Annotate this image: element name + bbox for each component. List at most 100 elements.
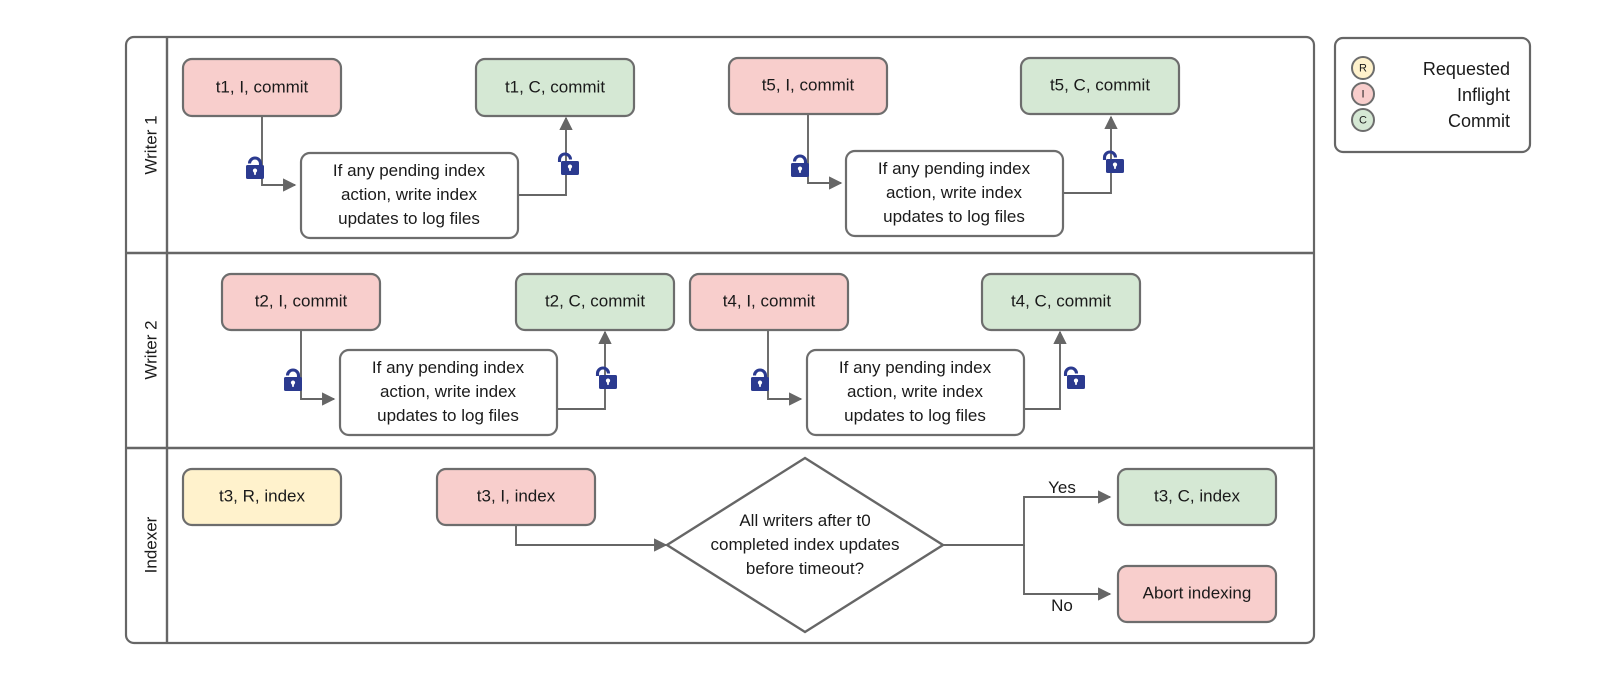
node-t1-inflight-label: t1, I, commit: [216, 77, 309, 96]
decision-diamond-shape[interactable]: [664, 456, 946, 634]
lock-open-icon: [595, 366, 617, 389]
node-t1-commit-box[interactable]: [474, 57, 636, 118]
lane-label-writer1: Writer 1: [141, 115, 160, 174]
edge-decision-no: [1023, 545, 1112, 601]
note-writer1-left-line2: action, write index: [341, 185, 478, 204]
lock-closed-icon: [751, 368, 769, 391]
note-writer1-right-line3: updates to log files: [883, 207, 1025, 226]
edge-note-to-t5-commit: [1063, 115, 1118, 194]
commit-badge-icon: [1351, 108, 1375, 132]
node-t2-commit-label: t2, C, commit: [545, 291, 645, 310]
node-t3-commit-label: t3, C, index: [1154, 486, 1240, 505]
node-t1-inflight-box[interactable]: [181, 57, 343, 118]
lock-open-icon: [1063, 366, 1085, 389]
note-writer2-left-box: [338, 348, 559, 437]
node-t2-inflight[interactable]: t2, I, commit: [220, 272, 382, 332]
node-t2-commit-box[interactable]: [514, 272, 676, 332]
node-t4-inflight-label: t4, I, commit: [723, 291, 816, 310]
legend-label-commit: Commit: [1448, 111, 1510, 131]
legend-item-commit: C Commit: [1351, 108, 1510, 132]
note-writer2-right-line2: action, write index: [847, 382, 984, 401]
lane-indexer-content: Yes No t3, R, index t3, I, index All wri…: [181, 456, 1278, 634]
note-writer1-left-line1: If any pending index: [333, 161, 486, 180]
legend-item-requested: R Requested: [1351, 56, 1510, 80]
note-writer2-left-line3: updates to log files: [377, 406, 519, 425]
node-t5-inflight[interactable]: t5, I, commit: [727, 56, 889, 116]
note-writer2-left-line1: If any pending index: [372, 358, 525, 377]
decision-line2: completed index updates: [710, 535, 899, 554]
edge-note-to-t2-commit: [557, 330, 612, 410]
edge-note-to-t4-commit: [1023, 330, 1067, 410]
lock-closed-icon: [284, 368, 302, 391]
lane-label-indexer: Indexer: [141, 516, 160, 573]
decision-line3: before timeout?: [746, 559, 864, 578]
legend-label-requested: Requested: [1423, 59, 1510, 79]
node-t5-inflight-label: t5, I, commit: [762, 75, 855, 94]
note-writer1-right-line1: If any pending index: [878, 159, 1031, 178]
edge-t1-inflight-to-note: [261, 115, 297, 192]
edge-t2-inflight-to-note: [300, 329, 336, 406]
node-t3-inflight-label: t3, I, index: [477, 486, 556, 505]
requested-badge-icon: [1351, 56, 1375, 80]
node-t3-commit-box[interactable]: [1116, 467, 1278, 527]
edge-t5-inflight-to-note: [807, 113, 843, 190]
lock-closed-icon: [246, 156, 264, 179]
inflight-badge-letter: I: [1361, 88, 1364, 100]
note-writer2-right-line1: If any pending index: [839, 358, 992, 377]
node-t2-commit[interactable]: t2, C, commit: [514, 272, 676, 332]
note-writer2-right-line3: updates to log files: [844, 406, 986, 425]
note-writer1-left: If any pending index action, write index…: [299, 151, 520, 240]
edge-note-to-t1-commit: [518, 116, 573, 196]
node-t3-commit[interactable]: t3, C, index: [1116, 467, 1278, 527]
legend-item-inflight: I Inflight: [1351, 82, 1510, 106]
node-t4-inflight-box[interactable]: [688, 272, 850, 332]
node-t5-commit-label: t5, C, commit: [1050, 75, 1150, 94]
note-writer1-right-line2: action, write index: [886, 183, 1023, 202]
node-t4-inflight[interactable]: t4, I, commit: [688, 272, 850, 332]
node-abort-indexing[interactable]: Abort indexing: [1116, 564, 1278, 624]
node-abort-indexing-box[interactable]: [1116, 564, 1278, 624]
note-writer2-right-box: [805, 348, 1026, 437]
note-writer2-right: If any pending index action, write index…: [805, 348, 1026, 437]
node-t3-requested[interactable]: t3, R, index: [181, 467, 343, 527]
node-t2-inflight-label: t2, I, commit: [255, 291, 348, 310]
node-t3-inflight[interactable]: t3, I, index: [435, 467, 597, 527]
lane-label-writer2: Writer 2: [141, 320, 160, 379]
node-t1-commit[interactable]: t1, C, commit: [474, 57, 636, 118]
node-t5-commit[interactable]: t5, C, commit: [1019, 56, 1181, 116]
node-t4-commit[interactable]: t4, C, commit: [980, 272, 1142, 332]
node-t3-inflight-box[interactable]: [435, 467, 597, 527]
lane-writer2-content: t2, I, commit t2, C, commit t4, I, commi…: [220, 272, 1142, 437]
lane-writer1-content: t1, I, commit t1, C, commit t5, I, commi…: [181, 56, 1181, 240]
commit-badge-letter: C: [1359, 114, 1367, 126]
edge-label-no: No: [1051, 596, 1073, 615]
edge-t3-inflight-to-decision: [515, 524, 668, 552]
decision-all-writers-completed[interactable]: All writers after t0 completed index upd…: [664, 456, 946, 634]
node-t1-commit-label: t1, C, commit: [505, 77, 605, 96]
node-t2-inflight-box[interactable]: [220, 272, 382, 332]
node-t3-requested-box[interactable]: [181, 467, 343, 527]
node-abort-indexing-label: Abort indexing: [1143, 583, 1252, 602]
inflight-badge-icon: [1351, 82, 1375, 106]
requested-badge-letter: R: [1359, 62, 1367, 74]
note-writer1-left-line3: updates to log files: [338, 209, 480, 228]
note-writer1-right: If any pending index action, write index…: [844, 149, 1065, 238]
node-t5-inflight-box[interactable]: [727, 56, 889, 116]
legend: R Requested I Inflight C Commit: [1333, 36, 1532, 154]
note-writer1-right-box: [844, 149, 1065, 238]
note-writer2-left-line2: action, write index: [380, 382, 517, 401]
node-t3-requested-label: t3, R, index: [219, 486, 305, 505]
edge-label-yes: Yes: [1048, 478, 1076, 497]
legend-label-inflight: Inflight: [1457, 85, 1510, 105]
edge-t4-inflight-to-note: [767, 329, 803, 406]
decision-line1: All writers after t0: [739, 511, 870, 530]
node-t1-inflight[interactable]: t1, I, commit: [181, 57, 343, 118]
node-t5-commit-box[interactable]: [1019, 56, 1181, 116]
lock-closed-icon: [791, 154, 809, 177]
legend-frame: [1333, 36, 1532, 154]
node-t4-commit-box[interactable]: [980, 272, 1142, 332]
edge-decision-yes: [943, 490, 1112, 546]
lock-open-icon: [1102, 150, 1124, 173]
